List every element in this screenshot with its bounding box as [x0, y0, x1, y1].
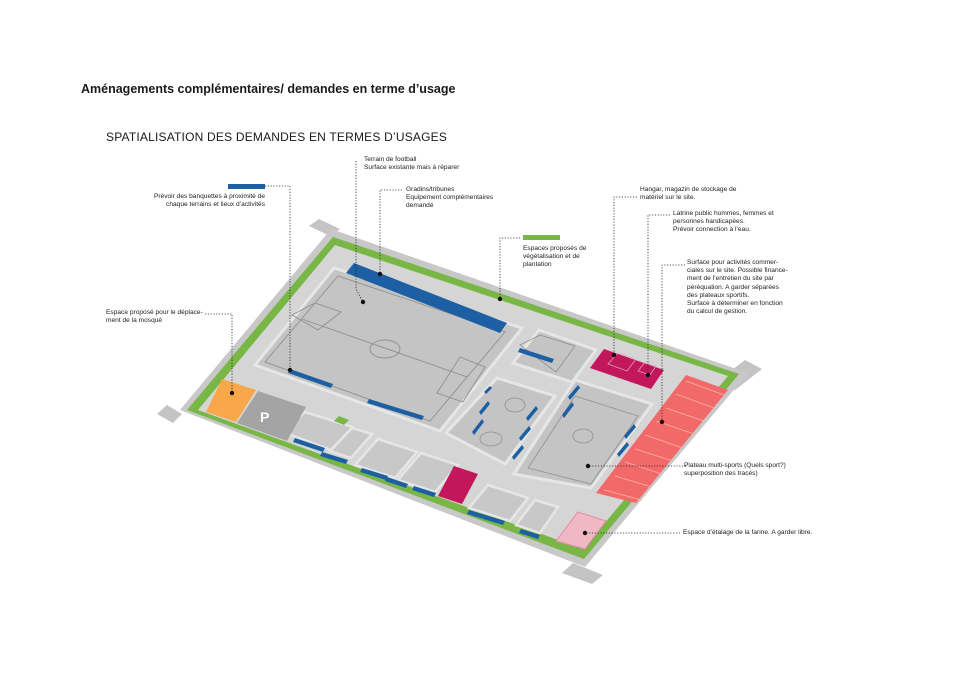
multisport-note: Plateau multi-sports (Quels sport?) supe…	[684, 462, 786, 478]
stands-note: Gradins/tribunes Equipement complémentai…	[406, 186, 494, 210]
page-title: Aménagements complémentaires/ demandes e…	[81, 82, 456, 96]
benches-legend-swatch	[228, 184, 265, 189]
north-mid-block	[510, 328, 599, 384]
flour-space	[555, 511, 607, 550]
multisport-block	[511, 378, 655, 490]
flour-note: Espace d’étalage de la farine. A garder …	[683, 529, 813, 536]
mosque-space	[206, 379, 256, 422]
commercial-stripes	[603, 380, 725, 501]
hangar-area	[590, 349, 664, 389]
football-note: Terrain de football Surface existante ma…	[364, 156, 460, 172]
road-stub-west	[157, 405, 182, 423]
green-legend-swatch	[523, 235, 560, 240]
benches-stands	[288, 263, 636, 539]
road-stub-south	[562, 563, 603, 584]
parking-label: P	[260, 409, 269, 425]
stands-bar	[346, 263, 507, 333]
green-spaces-note: Espaces proposés de végétalisation et de…	[523, 245, 587, 269]
leader-lines	[205, 161, 686, 534]
parking-area	[237, 391, 306, 441]
commercial-note: Surface pour activités commer- ciales su…	[687, 259, 788, 316]
court-markings	[479, 334, 639, 485]
basketball-block	[443, 376, 558, 466]
hangar-note: Hangar, magazin de stockage de matériel …	[640, 186, 737, 202]
green-patch	[334, 416, 349, 425]
south-blocks	[280, 410, 561, 535]
latrine-area	[438, 466, 478, 504]
benches-note: Prévoir des banquettes à proximité de ch…	[153, 193, 265, 209]
latrine-note: Latrine public hommes, femmes et personn…	[673, 210, 774, 234]
leader-dots	[229, 271, 665, 536]
mosque-note: Espace proposé pour le déplace- ment de …	[106, 309, 203, 325]
commercial-strip	[596, 375, 728, 503]
section-title: SPATIALISATION DES DEMANDES EN TERMES D’…	[106, 130, 448, 144]
